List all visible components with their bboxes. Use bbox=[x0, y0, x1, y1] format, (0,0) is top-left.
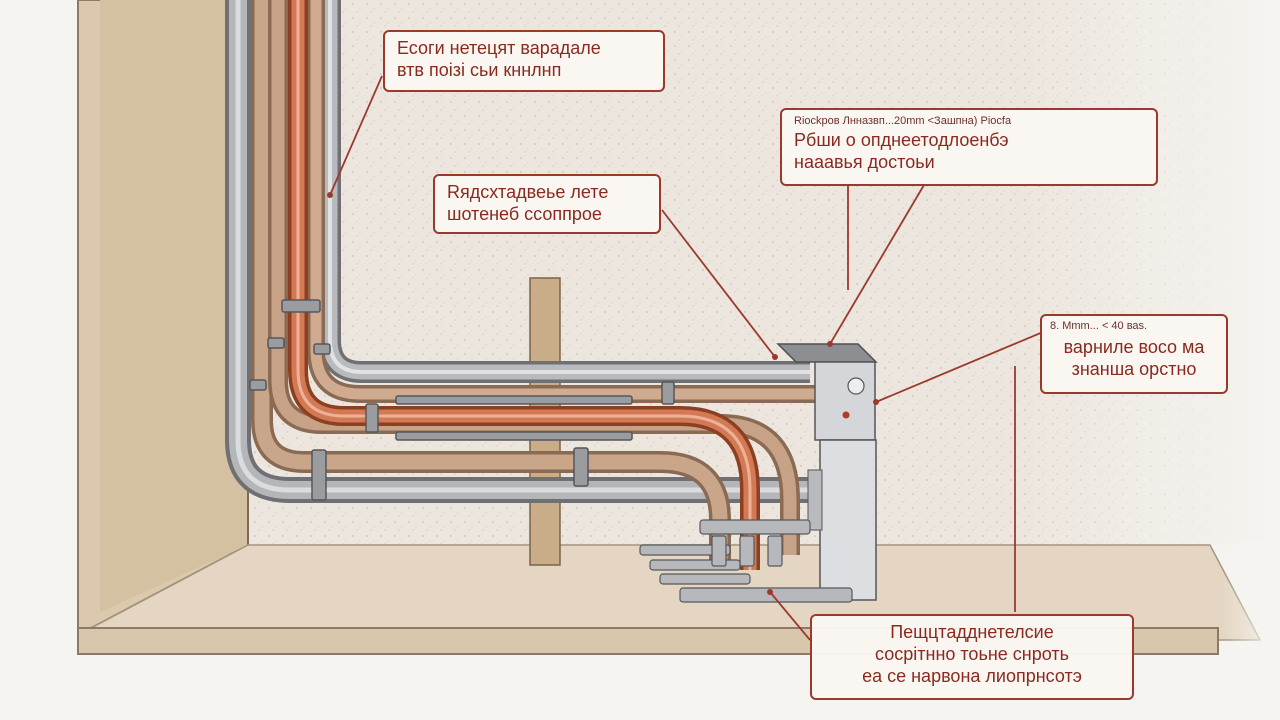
callout-top-right-line-2: Рбши о опднеетодлоенбэ bbox=[794, 130, 1009, 151]
manifold-box bbox=[776, 343, 878, 601]
callout-bottom: Пещцтадднетелсие сосрітнно тоьне снроть … bbox=[810, 614, 1134, 700]
pipe-clamps bbox=[249, 299, 675, 501]
callout-top-left-line-1: Есоги нетецят варадале bbox=[397, 38, 601, 58]
callout-right-line-1: 8. Mmm... < 40 ваs. bbox=[1050, 320, 1148, 332]
left-wall-inner bbox=[100, 0, 248, 612]
callout-right: 8. Mmm... < 40 ваs. варнилe восо ма знан… bbox=[1040, 314, 1228, 394]
callout-top-right-line-1: Riockpoв Лнназвп...20mm <Зашпна) Piocfa bbox=[794, 115, 1012, 127]
callout-middle-left-line-2: шотенеб ссоппрое bbox=[447, 203, 602, 224]
callout-top-left-line-2: втв поізі сьи кннлнп bbox=[397, 59, 562, 80]
floor-manifold bbox=[639, 519, 853, 603]
callout-top-right-line-3: нааавья достоьи bbox=[794, 152, 935, 173]
callout-bottom-line-2: сосрітнно тоьне снроть bbox=[875, 643, 1069, 664]
callout-right-line-2: варнилe восо ма bbox=[1063, 337, 1205, 358]
callout-bottom-line-3: еа се нарвона лиопрнсотэ bbox=[862, 665, 1082, 686]
leader-lines bbox=[329, 75, 1044, 641]
callout-bottom-line-1: Пещцтадднетелсие bbox=[890, 622, 1054, 642]
callout-middle-left-line-1: Rядсхтадвеье лете bbox=[447, 182, 609, 202]
callout-right-line-3: знанша орстно bbox=[1071, 359, 1197, 380]
callout-middle-left: Rядсхтадвеье лете шотенеб ссоппрое bbox=[433, 174, 661, 234]
callout-top-right: Riockpoв Лнназвп...20mm <Зашпна) Piocfa … bbox=[780, 108, 1158, 186]
callout-top-left: Есоги нетецят варадале втв поізі сьи кнн… bbox=[383, 30, 665, 92]
